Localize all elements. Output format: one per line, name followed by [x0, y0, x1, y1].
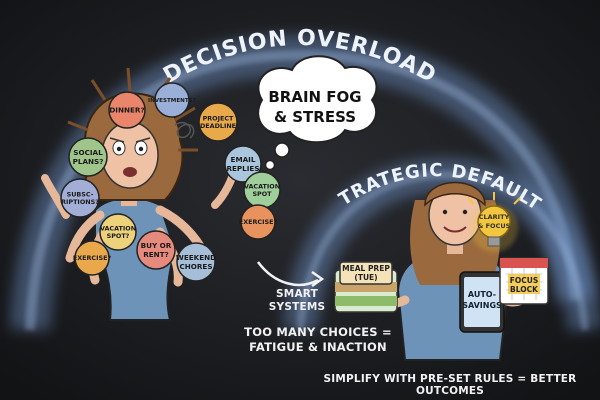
choice-label: SUBSC- [67, 190, 94, 198]
thought-line-1: BRAIN FOG [268, 88, 361, 106]
arrowhead-icon [311, 270, 325, 288]
choice-label: SPOT [252, 190, 272, 198]
glow-arc-small [283, 157, 600, 332]
clarity-label-2: & FOCUS [478, 222, 511, 230]
choice-label: RENT? [143, 250, 169, 259]
choice-bubble-exercise-left: EXERCISE? [73, 240, 112, 276]
meal-prep-containers: MEAL PREP (TUE) [334, 261, 398, 313]
choice-label: SOCIAL [73, 148, 103, 157]
meal-prep-label-2: (TUE) [354, 273, 377, 282]
choice-label: PROJECT [203, 114, 234, 122]
clarity-label-1: CLARITY [479, 213, 510, 221]
choice-label: REPLIES [226, 164, 259, 173]
choice-label: EXERCISE? [73, 254, 112, 262]
arrow-icon [256, 261, 319, 287]
choice-bubble-dinner: DINNER? [108, 91, 146, 129]
caption-left-line-2: FATIGUE & INACTION [249, 340, 387, 354]
calendar-icon: FOCUS BLOCK [499, 257, 549, 305]
choice-bubble-subscriptions: SUBSC-RIPTIONS? [60, 178, 100, 218]
choice-label: DINNER? [109, 106, 144, 115]
auto-savings-label-1: AUTO- [468, 290, 496, 299]
thought-line-2: & STRESS [274, 108, 356, 126]
focus-block-label-2: BLOCK [510, 285, 539, 294]
caption-left-line-1: TOO MANY CHOICES = [244, 325, 392, 339]
tablet: AUTO- SAVINGS [459, 271, 505, 333]
choice-label: WEEKEND [176, 253, 216, 262]
choice-label: VACATION [244, 182, 280, 190]
choice-label: CHORES [179, 262, 212, 271]
focus-block-label-1: FOCUS [510, 276, 539, 285]
light-bulb-icon: CLARITY & FOCUS [467, 192, 521, 252]
choice-bubble-exercise-right: EXERCISE? [239, 204, 278, 240]
choice-label: RIPTIONS? [61, 198, 99, 206]
choice-label: SPOT? [107, 232, 130, 240]
thought-bubble: BRAIN FOG & STRESS [257, 55, 378, 171]
choice-bubbles: DINNER?INVESTMENTS?PROJECTDEADLINESOCIAL… [60, 82, 281, 282]
choice-label: EMAIL [231, 155, 256, 164]
meal-prep-label-1: MEAL PREP [342, 264, 390, 273]
choice-label: PLANS? [73, 157, 104, 166]
caption-bottom: SIMPLIFY WITH PRE-SET RULES = BETTER OUT… [323, 373, 577, 397]
stress-scribble-icon [174, 121, 195, 139]
choice-label: EXERCISE? [239, 218, 278, 226]
choice-label: VACATION [100, 224, 136, 232]
arrow-label-line-1: SMART [276, 288, 318, 300]
auto-savings-label-2: SAVINGS [462, 301, 502, 310]
choice-label: DEADLINE [200, 122, 236, 130]
caption-left: TOO MANY CHOICES = FATIGUE & INACTION [238, 325, 398, 355]
arrow-label: SMART SYSTEMS [262, 288, 332, 314]
arrow-label-line-2: SYSTEMS [268, 301, 326, 313]
choice-label: BUY OR [141, 241, 172, 250]
choice-label: INVESTMENTS? [148, 98, 196, 104]
choice-bubble-investments: INVESTMENTS? [148, 82, 196, 118]
